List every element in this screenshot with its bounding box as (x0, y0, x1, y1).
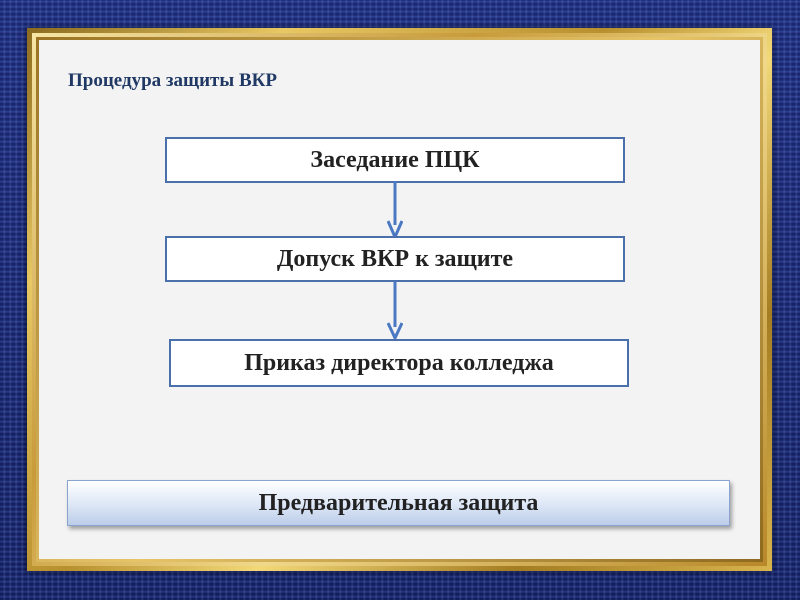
arrow-down-icon (387, 281, 403, 339)
gold-frame (27, 28, 772, 571)
slide-area (39, 40, 760, 559)
slide-title: Процедура защиты ВКР (68, 70, 277, 91)
flow-step-order: Приказ директора колледжа (169, 339, 629, 387)
flow-step-admission: Допуск ВКР к защите (165, 236, 625, 282)
arrow-down-icon (387, 181, 403, 239)
preliminary-defense-banner: Предварительная защита (67, 480, 730, 526)
gold-frame-mid (32, 33, 767, 566)
flow-step-meeting: Заседание ПЦК (165, 137, 625, 183)
gold-frame-inner (36, 37, 763, 562)
